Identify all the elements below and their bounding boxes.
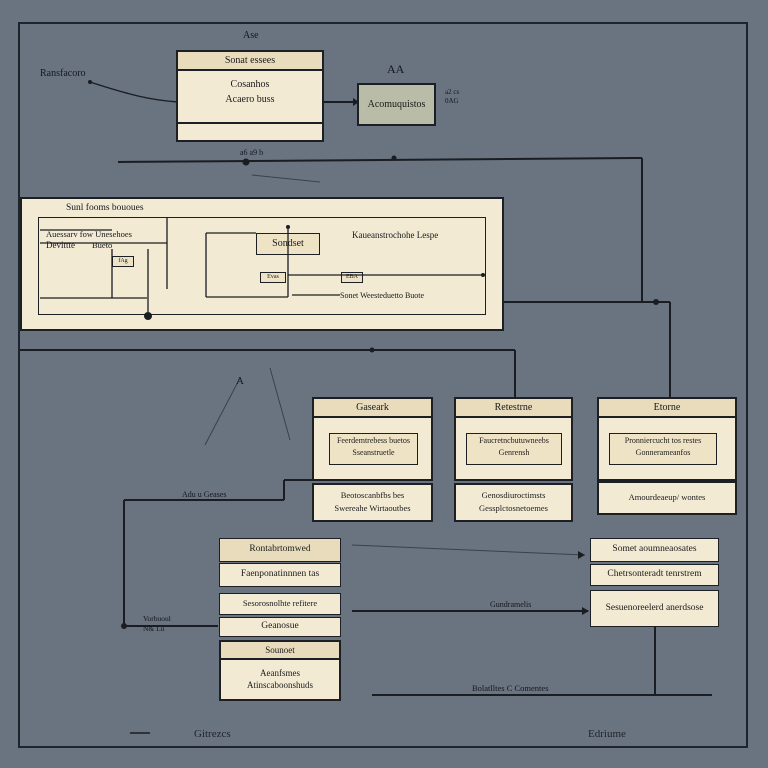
card-3-inner-line2: Gonnerameanfos [635,448,691,457]
wide-panel-left-line2: Devittte [46,240,75,250]
bottom-path-label: Bolatlltes C Comentes [472,683,549,693]
wide-panel-wires [40,217,485,320]
card-1-inner-line2: Sseanstruetle [352,448,395,457]
top-center-label: Ase [243,30,259,41]
right-stack-row2: Sesuenoreelerd anerdsose [590,590,719,627]
card-3-bottom-line1: Amourdeaeup/ wontes [628,492,706,502]
wide-panel-inner-frame [38,217,486,315]
left-note-label: Vorbuoul N& Lu [143,614,171,633]
stack-row4: Sounoet [221,642,339,660]
mid-path-label: Gundramelis [490,600,532,609]
stack-row5a: Aeanfsmes [260,668,300,678]
mid-a-label: A [236,375,244,387]
card-3-bottom: Amourdeaeup/ wontes [597,481,737,515]
top-box-divider [178,122,322,124]
wire-label: a6 a9 b [240,148,264,157]
diagram-frame [18,22,748,748]
wide-panel-left-line1: Auessarv fow Unesehoes [46,229,132,239]
card-2-bottom-line2: Gessplctosnetoemes [479,503,548,513]
card-2-bottom-line1: Genosdiuroctimsts [481,490,546,500]
card-1-title: Gaseark [314,399,431,418]
wide-panel: Sunl fooms bououes Auessarv fow Unesehoe… [20,197,504,331]
wide-panel-left-line3: Bueto [92,240,113,250]
card-1: Gaseark Feerdemtrebess buetos Sseanstrue… [312,397,433,481]
side-small-label: a2 cs 0AG [445,88,460,105]
right-stack-head: Somet aoumneaosates [590,538,719,562]
stack-row4-box: Sounoet Aeanfsmes Atinscaboonshuds [219,640,341,701]
wide-panel-tag2: EBA [341,272,363,283]
top-box: Sonat essees Cosanhos Acaero buss [176,50,324,142]
card-1-bottom-line1: Beotoscanbfbs bes [340,490,405,500]
top-small-box-label: Acomuquistos [367,99,426,110]
card-2: Retestrne Faucretncbutuwneebs Genrensh [454,397,573,481]
stack-row5b: Atinscaboonshuds [247,680,313,690]
stack-head: Rontabrtomwed [219,538,341,562]
left-path-label: Adu u Geases [182,490,227,499]
card-3: Etorne Pronniercucht tos restes Gonneram… [597,397,737,481]
card-2-inner: Faucretncbutuwneebs Genrensh [466,433,562,465]
card-2-inner-line2: Genrensh [498,448,530,457]
card-3-title: Etorne [599,399,735,418]
top-left-label: Ransfacoro [40,68,86,79]
top-a-label: AA [387,62,405,76]
card-1-bottom: Beotoscanbfbs bes Swereahe Wirtaoutbes [312,483,433,522]
top-box-title: Sonat essees [178,52,322,71]
top-box-line1: Cosanhos [230,79,270,90]
card-2-bottom: Genosdiuroctimsts Gessplctosnetoemes [454,483,573,522]
top-small-box: Acomuquistos [357,83,436,126]
right-stack-row1: Chetrsonteradt tenrstrem [590,564,719,586]
stack-row2: Sesorosnolhte refitere [219,593,341,615]
wide-panel-title: Sunl fooms bououes [66,203,144,213]
wide-panel-tag3: Evas [260,272,286,283]
top-box-line2: Acaero buss [225,94,275,105]
footer-right-label: Edriume [588,728,626,740]
stack-row3: Geanosue [219,617,341,637]
stack-row1: Faenponatinnnen tas [219,563,341,587]
card-3-inner: Pronniercucht tos restes Gonnerameanfos [609,433,717,465]
card-2-title: Retestrne [456,399,571,418]
footer-left-label: Gitrezcs [194,728,231,740]
card-1-inner-line1: Feerdemtrebess buetos [336,436,411,445]
card-2-inner-line1: Faucretncbutuwneebs [479,436,549,445]
card-1-inner: Feerdemtrebess buetos Sseanstruetle [329,433,418,465]
wide-panel-right-label: Kaueanstrochohe Lespe [352,230,439,240]
wide-panel-bottom-label: Sonet Weesteduetto Buote [340,291,425,300]
card-3-inner-line1: Pronniercucht tos restes [624,436,702,445]
card-1-bottom-line2: Swereahe Wirtaoutbes [334,503,411,513]
